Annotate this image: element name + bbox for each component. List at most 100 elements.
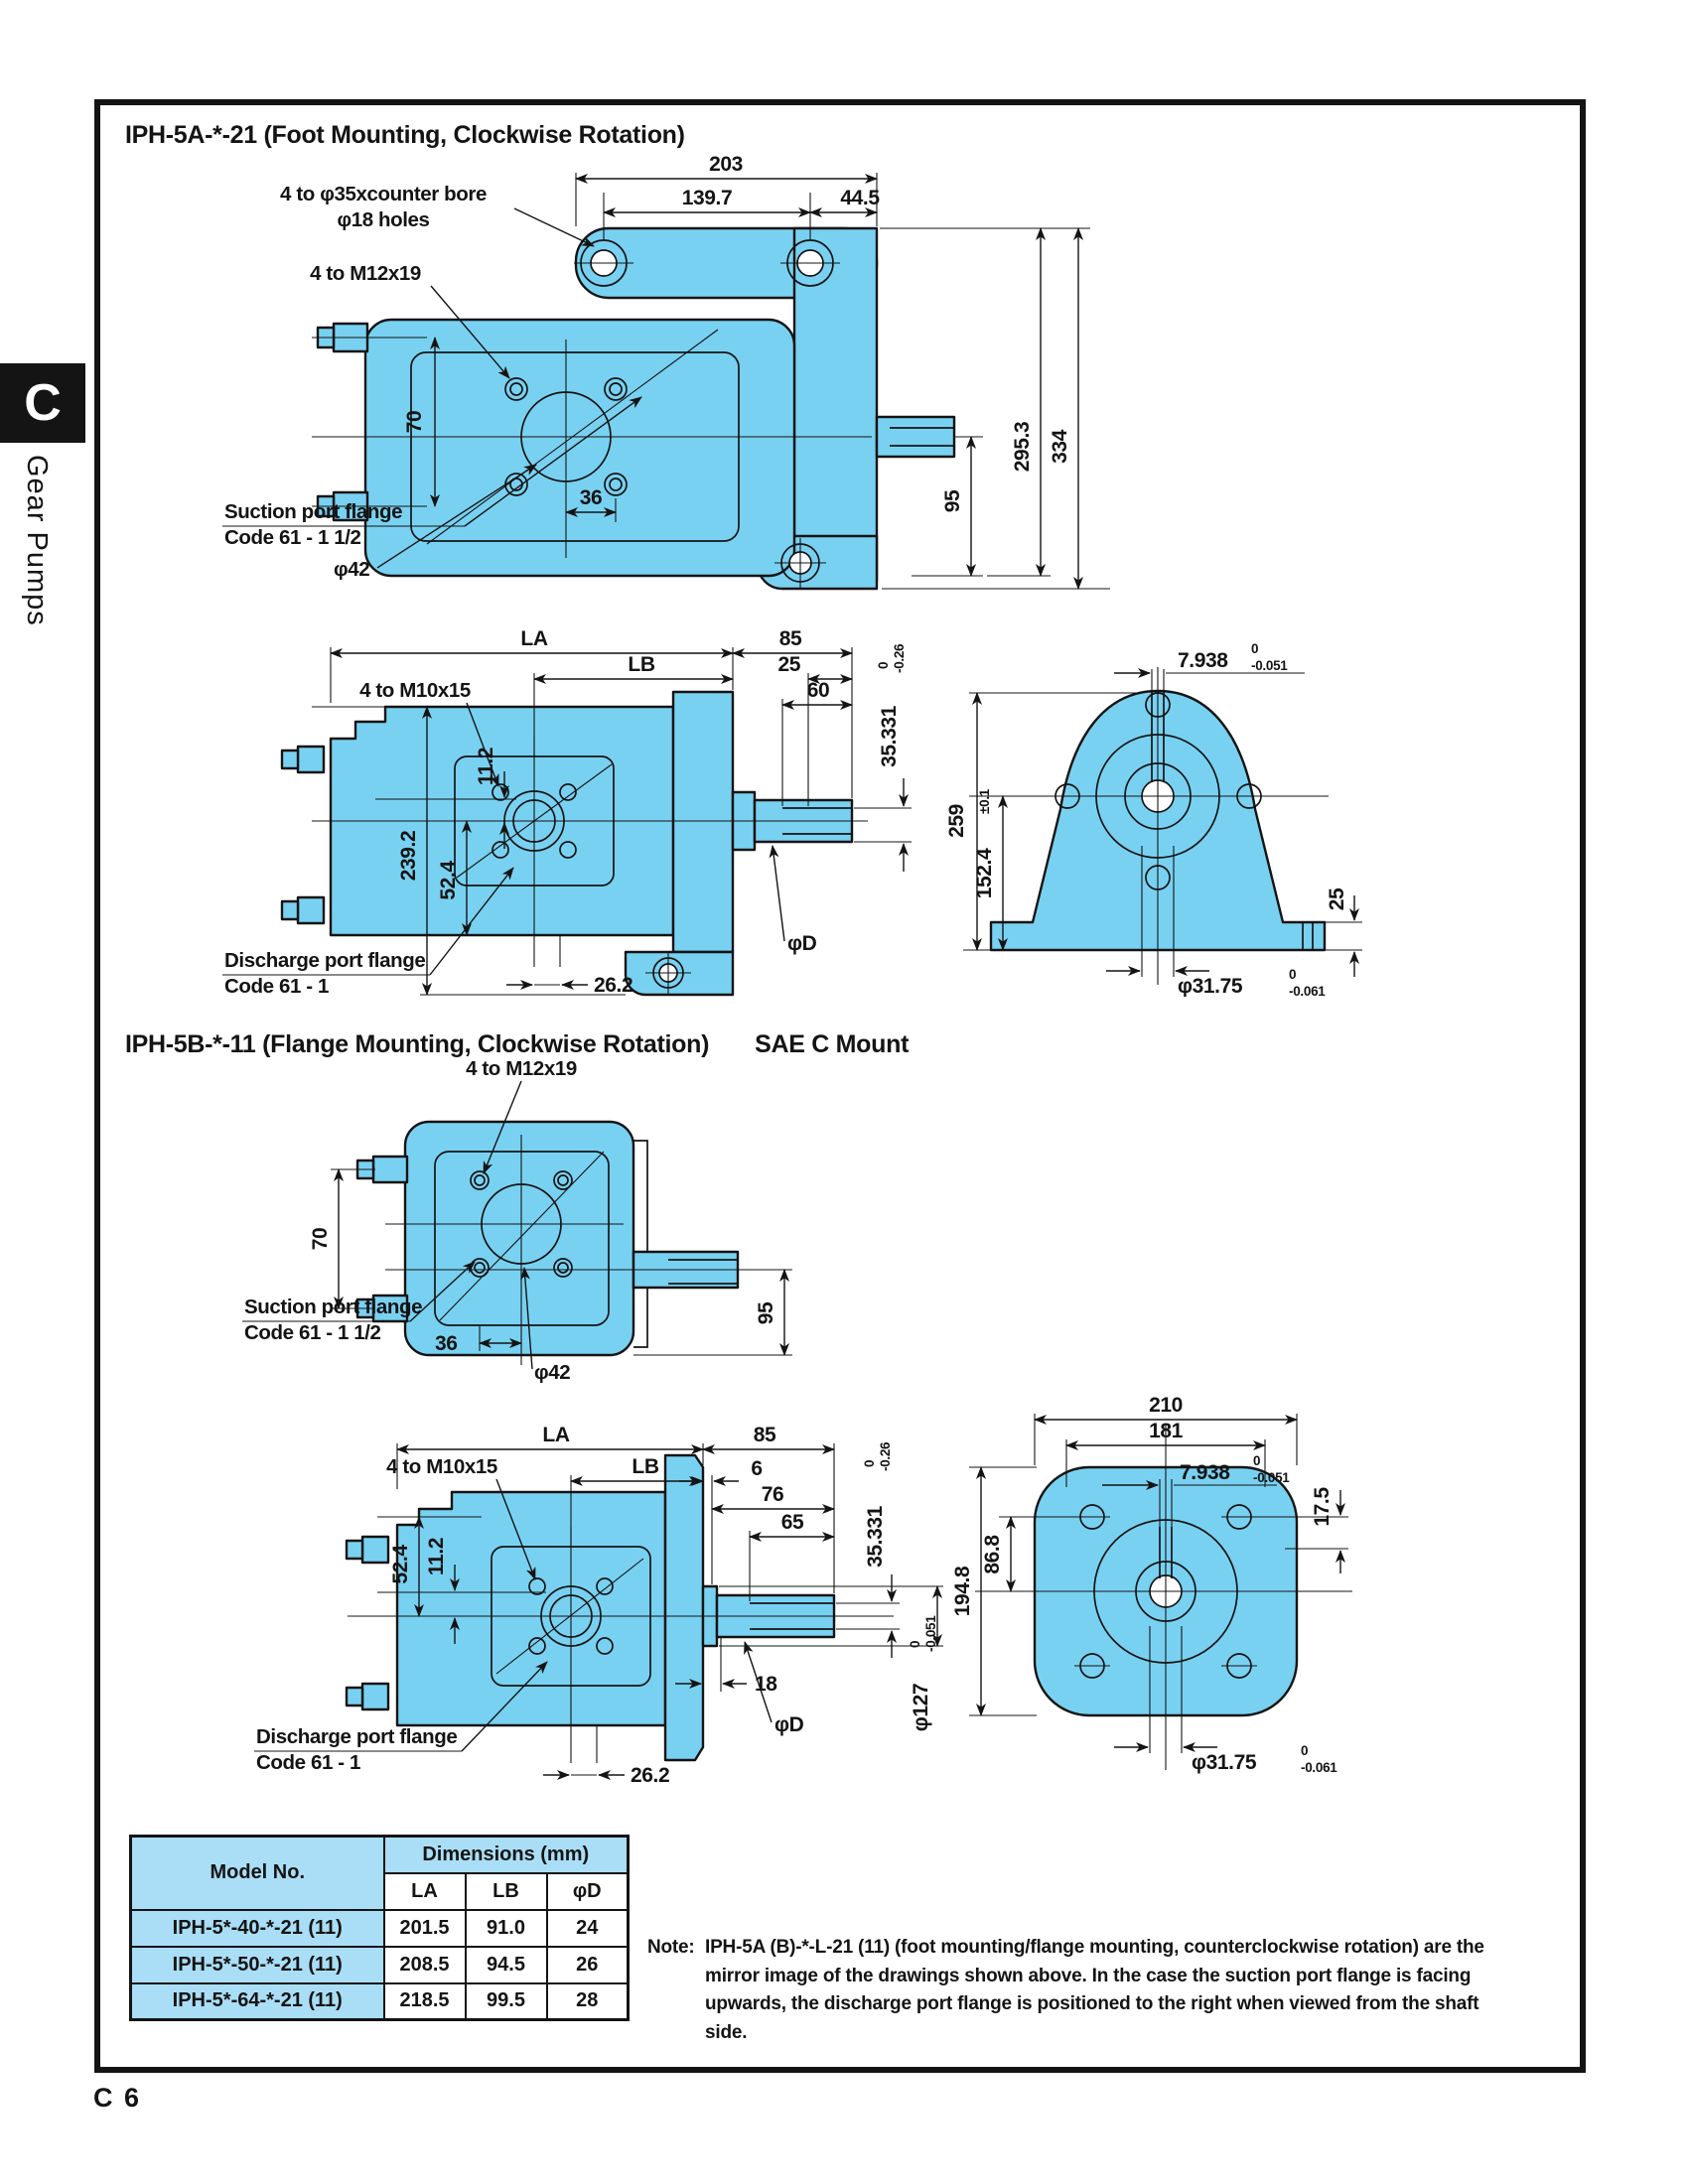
dim-85-2: 85 [754,1424,776,1446]
section2-title-main: IPH-5B-*-11 (Flange Mounting, Clockwise … [125,1030,710,1058]
foot-side-view-drawing: LA LB 85 25 60 35.331 0 -0.26 239.2 52.4… [222,627,912,998]
phid-cell: 28 [545,1981,630,2021]
phi42-label-2: φ42 [534,1361,570,1384]
lb-cell: 94.5 [464,1945,548,1984]
dim-70: 70 [403,411,426,434]
sidebar-category-label: Gear Pumps [21,455,53,626]
dim-phi127-tol-upper: 0 [908,1641,922,1648]
dim-86-8: 86.8 [981,1535,1004,1574]
dimensions-table: Model No. Dimensions (mm) LA LB φD IPH-5… [129,1835,630,2021]
dim-LB-2: LB [632,1455,658,1478]
pump-body-side-2 [395,1490,667,1727]
dim-17-5: 17.5 [1311,1487,1334,1527]
page-number: C 6 [93,2083,142,2113]
dim-phi127: φ127 [910,1684,932,1731]
lb-cell: 91.0 [464,1908,548,1948]
dim-152-4: 152.4 [973,848,996,898]
phi42-label: φ42 [334,558,369,581]
phid-cell: 24 [545,1908,630,1948]
dim-210: 210 [1149,1394,1183,1417]
dim-181: 181 [1149,1420,1184,1442]
dim-139-7: 139.7 [682,187,733,209]
dim-203: 203 [709,153,743,176]
suction-flange-label2-line1: Suction port flange [244,1296,422,1318]
counterbore-label-line2: φ18 holes [337,208,429,231]
dim-phi127-tol-lower: -0.051 [923,1615,938,1652]
dim-phi31-75-2: φ31.75 [1192,1751,1257,1774]
dim-35-331-2: 35.331 [864,1505,887,1568]
flange-front-view-drawing: 70 4 to M12x19 36 95 Suction port flange… [242,1057,792,1384]
dim-7-938-tol-upper: 0 [1251,641,1258,656]
dim-44-5: 44.5 [840,187,880,209]
table-row: IPH-5*-50-*-21 (11) 208.5 94.5 26 [129,1945,630,1984]
flange-side-view-drawing: LA LB 85 6 76 65 35.331 0 -0.26 φ127 0 -… [254,1424,943,1787]
table-header-dimensions: Dimensions (mm) [382,1835,630,1874]
dim-26-2: 26.2 [594,974,633,997]
dim-35-331-tol-upper: 0 [876,662,891,669]
dim-LA: LA [520,627,547,650]
shaft [875,415,956,459]
suction-flange-label-line2: Code 61 - 1 1/2 [224,526,361,549]
dim-7-938: 7.938 [1178,649,1228,672]
dim-36-flange: 36 [435,1332,458,1355]
table-col-lb: LB [464,1871,548,1911]
foot-end-view-drawing: 7.938 0 -0.051 259 152.4 ±0.1 25 φ31.75 … [945,641,1362,997]
lb-cell: 99.5 [464,1981,548,2021]
model-cell: IPH-5*-50-*-21 (11) [129,1945,385,1984]
dim-phi31-75-tol-upper: 0 [1289,967,1296,982]
flange-end-view-drawing: 210 181 7.938 0 -0.051 17.5 86.8 194.8 φ… [951,1394,1352,1775]
dim-76: 76 [762,1483,784,1506]
dim-LA-2: LA [542,1424,569,1446]
m12-label: 4 to M12x19 [310,262,421,285]
dim-phiD: φD [787,932,817,955]
counterbore-label-line1: 4 to φ35xcounter bore [280,183,487,205]
dim-95: 95 [941,489,964,512]
m10-label-2: 4 to M10x15 [386,1455,497,1478]
dim-7-938-2: 7.938 [1180,1461,1230,1484]
dim-35-331-2-tol-upper: 0 [862,1460,877,1467]
dim-85: 85 [779,627,802,650]
dim-52-4-2: 52.4 [389,1545,412,1584]
dim-35-331-2-tol-lower: -0.26 [878,1441,893,1471]
table-row: IPH-5*-40-*-21 (11) 201.5 91.0 24 [129,1908,630,1948]
dim-7-938-tol-lower: -0.051 [1251,658,1288,673]
dim-35-331: 35.331 [878,705,901,767]
section2-subtitle: SAE C Mount [755,1030,910,1058]
foot-front-view-drawing: 203 139.7 44.5 70 36 95 295.3 334 4 to φ… [222,153,1110,591]
discharge-flange-label2-line2: Code 61 - 1 [256,1751,360,1774]
discharge-flange-label2-line1: Discharge port flange [256,1725,457,1748]
dim-36: 36 [580,486,603,509]
dim-phi31-75-2-tol-upper: 0 [1301,1743,1308,1758]
dim-35-331-tol-lower: -0.26 [892,643,907,673]
dim-65: 65 [781,1511,804,1534]
section-tab-letter: C [24,374,62,432]
la-cell: 218.5 [382,1981,467,2021]
note-label: Note: [647,1937,695,1958]
suction-flange-label2-line2: Code 61 - 1 1/2 [244,1321,381,1344]
sae-c-flange-side [663,1453,705,1762]
model-cell: IPH-5*-40-*-21 (11) [129,1908,385,1948]
table-header-model: Model No. [129,1835,385,1911]
section-tab: C [0,363,85,443]
mounting-plate-side [671,690,735,954]
table-col-la: LA [382,1871,467,1911]
dim-239-2: 239.2 [397,831,420,882]
dim-259: 259 [945,804,968,838]
dim-7-938-2-tol-upper: 0 [1253,1453,1260,1468]
pump-body [363,318,796,578]
note-block: Note: IPH-5A (B)-*-L-21 (11) (foot mount… [647,1934,1521,2047]
dim-194-8: 194.8 [951,1566,974,1616]
dim-phiD-2: φD [774,1713,804,1736]
dim-phi31-75-tol-lower: -0.061 [1289,984,1326,997]
dim-26-2-2: 26.2 [631,1764,669,1787]
dim-LB: LB [628,653,654,676]
note-text: IPH-5A (B)-*-L-21 (11) (foot mounting/fl… [705,1937,1484,2043]
dim-95-flange: 95 [755,1301,777,1324]
mounting-plate [792,226,879,583]
table-row: IPH-5*-64-*-21 (11) 218.5 99.5 28 [129,1981,630,2021]
table-col-phid: φD [545,1871,630,1911]
section2-title: IPH-5B-*-11 (Flange Mounting, Clockwise … [125,1030,909,1059]
section1-title: IPH-5A-*-21 (Foot Mounting, Clockwise Ro… [125,121,685,149]
dim-11-2-2: 11.2 [425,1538,448,1575]
discharge-flange-label-line2: Code 61 - 1 [224,975,329,998]
